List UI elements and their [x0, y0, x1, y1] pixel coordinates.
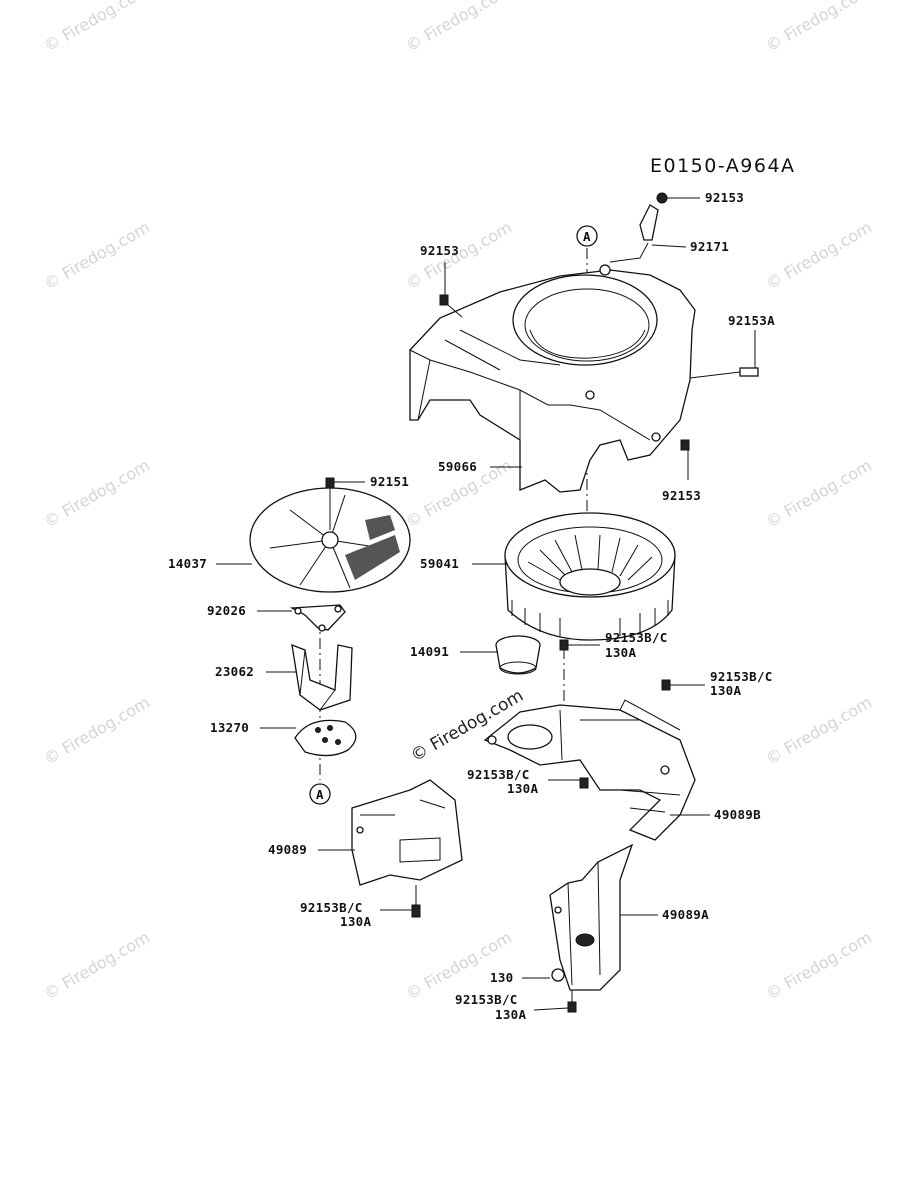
fan-housing-59066	[409, 264, 696, 493]
part-label-130a: 130A	[710, 683, 741, 698]
part-label-130a: 130A	[340, 914, 371, 929]
bolt-92153A	[689, 367, 759, 379]
reference-marker-a-top: A	[576, 225, 598, 247]
bolt-92153bc-2	[661, 679, 671, 691]
watermark: © Firedog.com	[41, 218, 154, 294]
part-label-130a: 130A	[605, 645, 636, 660]
watermark: © Firedog.com	[763, 693, 876, 769]
part-label-59066: 59066	[438, 459, 477, 474]
watermark: © Firedog.com	[763, 928, 876, 1004]
part-label-92153: 92153	[705, 190, 744, 205]
watermark: © Firedog.com	[41, 456, 154, 532]
leader-lines	[216, 197, 756, 1011]
bolt-92153-right	[680, 439, 690, 451]
marker-label: A	[316, 787, 324, 802]
marker-label: A	[583, 229, 591, 244]
plate-13270	[294, 719, 357, 757]
screen-14037	[249, 477, 411, 593]
part-label-92153: 92153	[662, 488, 701, 503]
part-label-92153bc: 92153B/C	[455, 992, 518, 1007]
bolt-92153bc-3	[579, 777, 589, 789]
baffle-49089A	[549, 843, 634, 1013]
part-label-49089: 49089	[268, 842, 307, 857]
baffle-49089B	[483, 699, 696, 841]
clip-92171	[609, 204, 659, 263]
watermark: © Firedog.com	[763, 456, 876, 532]
bolt-92153-left	[439, 294, 463, 318]
watermark: © Firedog.com	[763, 0, 876, 55]
plate-92026	[289, 604, 346, 632]
watermark: © Firedog.com	[763, 218, 876, 294]
baffle-49089	[351, 779, 463, 918]
part-label-92153bc: 92153B/C	[710, 669, 773, 684]
part-label-49089b: 49089B	[714, 807, 761, 822]
collar-14091	[495, 635, 541, 675]
watermark: © Firedog.com	[403, 0, 516, 55]
part-label-130a: 130A	[507, 781, 538, 796]
part-label-92153bc: 92153B/C	[467, 767, 530, 782]
bolt-92153-top	[656, 192, 668, 204]
part-label-23062: 23062	[215, 664, 254, 679]
part-label-92026: 92026	[207, 603, 246, 618]
watermark: © Firedog.com	[41, 928, 154, 1004]
bracket-23062	[291, 643, 353, 711]
part-label-130: 130	[490, 970, 513, 985]
part-label-14091: 14091	[410, 644, 449, 659]
bolt-92153bc-1	[559, 639, 569, 651]
part-label-59041: 59041	[420, 556, 459, 571]
watermark: © Firedog.com	[41, 693, 154, 769]
part-label-92153a: 92153A	[728, 313, 775, 328]
part-label-92151: 92151	[370, 474, 409, 489]
part-labels: 92153 92171 92153 92153A 59066 92153 921…	[168, 190, 775, 1022]
reference-marker-a-bottom: A	[309, 783, 331, 805]
watermark: © Firedog.com	[41, 0, 154, 55]
part-label-92153bc: 92153B/C	[300, 900, 363, 915]
part-label-92153bc: 92153B/C	[605, 630, 668, 645]
part-label-14037: 14037	[168, 556, 207, 571]
part-label-92171: 92171	[690, 239, 729, 254]
diagram-code: E0150-A964A	[650, 155, 796, 177]
part-label-13270: 13270	[210, 720, 249, 735]
part-label-92153: 92153	[420, 243, 459, 258]
part-label-130a: 130A	[495, 1007, 526, 1022]
flywheel-59041	[504, 512, 676, 641]
part-label-49089a: 49089A	[662, 907, 709, 922]
